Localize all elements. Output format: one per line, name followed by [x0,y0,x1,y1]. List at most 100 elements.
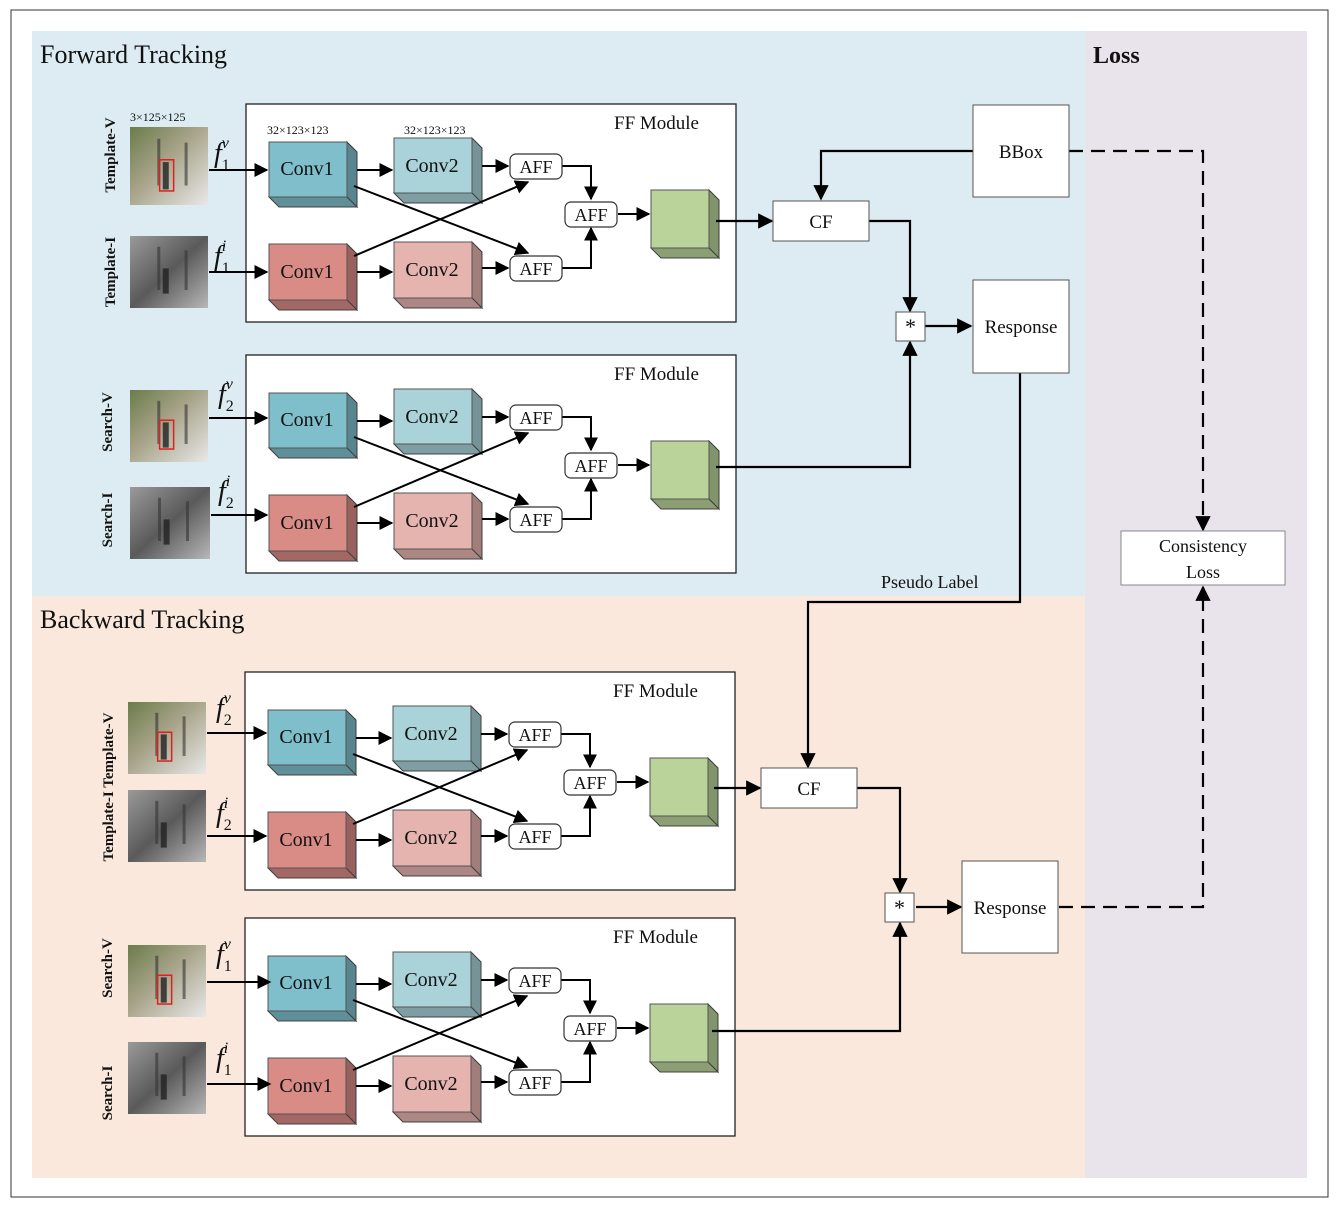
conv1-visible-block [267,140,359,209]
ff-module-title: FF Module [614,364,699,385]
fused-feature-block [649,439,721,511]
bbox-box: BBox [972,104,1070,198]
correlation-forward: * [895,311,926,342]
svg-text:CF: CF [797,779,820,800]
aff-label: AFF [573,773,606,793]
conv2-infrared-block [392,491,484,561]
svg-text:Loss: Loss [1186,562,1220,582]
aff-fusion: AFF [563,769,617,796]
aff-label: AFF [519,510,552,530]
response-box-forward: Response [972,279,1070,374]
conv1-label: Conv1 [279,829,332,851]
conv1-label: Conv1 [280,512,333,534]
search-i-label: Search-I [100,492,116,547]
aff-fusion: AFF [564,201,618,228]
consistency-loss-box: Consistency Loss [1120,530,1286,586]
ff-module-title: FF Module [613,681,698,702]
connections [712,149,1022,1033]
conv1-label: Conv1 [279,726,332,748]
svg-text:*: * [905,314,916,339]
bw-template-i-feature: f2i [216,795,232,834]
search-v-feature: f2v [218,376,234,415]
conv2-infrared-block [392,240,484,310]
template-i-image [130,236,208,308]
response-box-backward: Response [961,860,1059,954]
aff-label: AFF [518,1073,551,1093]
aff-fusion: AFF [564,452,618,479]
template-i-label: Template-I [103,237,119,307]
aff-infrared: AFF [508,1069,562,1096]
bw-search-i-feature: f1i [216,1040,232,1079]
fused-feature-block [648,756,720,828]
svg-text:*: * [894,895,905,920]
conv1-visible-block [267,391,359,460]
conv2-infrared-block [391,808,483,878]
svg-text:CF: CF [809,212,832,233]
ff-module-title: FF Module [613,927,698,948]
template-v-feature: f1v [214,135,230,174]
template-i-feature: f1i [214,238,230,277]
aff-infrared: AFF [509,506,563,533]
conv2-visible-block [392,136,484,205]
search-i-feature: f2i [218,473,234,512]
conv1-infrared-block [267,493,359,563]
search-i-image [130,487,210,559]
search-v-label: Search-V [100,392,116,452]
input-dims-label: 3×125×125 [130,110,186,124]
aff-visible: AFF [508,967,562,994]
aff-label: AFF [519,408,552,428]
bw-search-i-image [128,1042,206,1114]
aff-label: AFF [573,1019,606,1039]
conv2-infrared-block [391,1054,483,1124]
bw-template-label: Template-I Template-V [101,712,117,861]
conv2-label: Conv2 [405,155,458,177]
conv2-dims-label: 32×123×123 [404,123,466,137]
conv2-label: Conv2 [405,406,458,428]
aff-label: AFF [518,827,551,847]
conv1-label: Conv1 [280,261,333,283]
aff-label: AFF [574,456,607,476]
template-v-label: Template-V [103,117,119,192]
conv2-label: Conv2 [404,1073,457,1095]
backward-tracking-title: Backward Tracking [40,605,244,634]
loss-section [1085,31,1307,1178]
conv1-infrared-block [266,810,358,880]
conv1-label: Conv1 [280,409,333,431]
bw-search-v-feature: f1v [216,936,232,975]
conv2-label: Conv2 [405,259,458,281]
bw-search-v-label: Search-V [100,938,116,998]
conv1-infrared-block [267,242,359,312]
conv2-visible-block [391,950,483,1019]
bw-search-v-image [128,945,206,1017]
aff-label: AFF [519,259,552,279]
ff-module-title: FF Module [614,113,699,134]
aff-label: AFF [574,205,607,225]
search-v-image [130,390,208,462]
aff-visible: AFF [509,404,563,431]
conv1-label: Conv1 [280,158,333,180]
bw-template-i-image [128,790,206,862]
bw-search-i-label: Search-I [100,1065,116,1120]
aff-infrared: AFF [508,823,562,850]
loss-connections [1059,149,1211,909]
conv1-visible-block [266,954,358,1023]
conv2-label: Conv2 [404,723,457,745]
aff-fusion: AFF [563,1015,617,1042]
bw-template-v-feature: f2v [216,690,232,729]
conv1-label: Conv1 [279,972,332,994]
fused-feature-block [648,1002,720,1074]
conv2-label: Conv2 [404,969,457,991]
forward-tracking-title: Forward Tracking [40,40,227,69]
conv1-label: Conv1 [279,1075,332,1097]
aff-label: AFF [518,971,551,991]
aff-visible: AFF [509,153,563,180]
cf-box-forward: CF [772,200,870,242]
svg-text:BBox: BBox [999,142,1044,163]
conv1-infrared-block [266,1056,358,1126]
aff-label: AFF [519,157,552,177]
conv2-visible-block [392,387,484,456]
